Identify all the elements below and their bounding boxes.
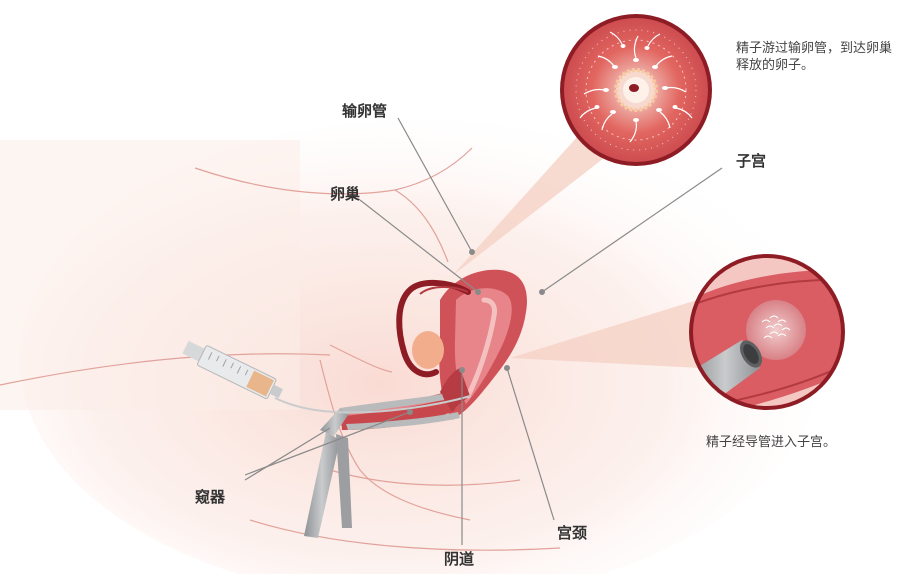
label-vagina: 阴道 [444,548,474,569]
label-ovary: 卵巢 [330,183,360,204]
zoom-circle-fertilization [560,14,712,166]
caption-fertilization-line2: 释放的卵子。 [736,57,892,74]
caption-insemination: 精子经导管进入子宫。 [706,434,836,451]
caption-fertilization-line1: 精子游过输卵管，到达卵巢 [736,40,892,57]
label-uterus: 子宫 [736,150,766,171]
label-speculum: 窥器 [195,486,225,507]
ovary-shape [412,331,444,369]
egg-icon [616,70,656,110]
caption-fertilization: 精子游过输卵管，到达卵巢 释放的卵子。 [736,40,892,74]
label-cervix: 宫颈 [557,522,587,543]
label-fallopian-tube: 输卵管 [342,100,387,121]
